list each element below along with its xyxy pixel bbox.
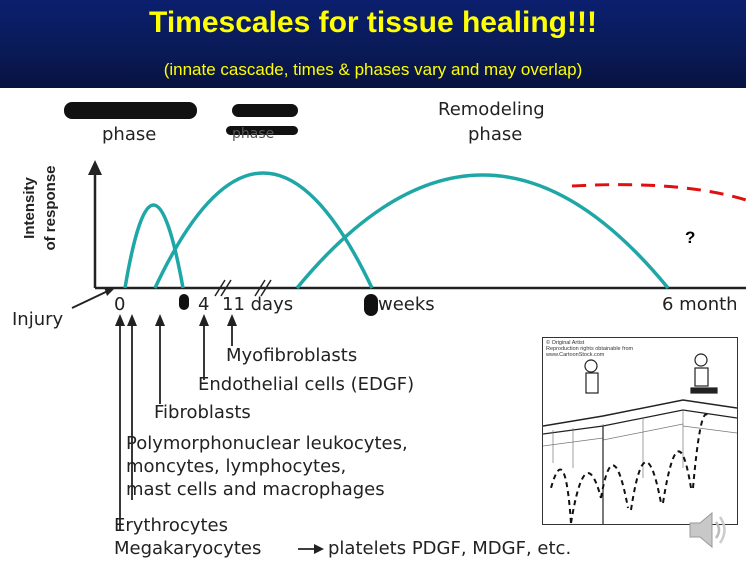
megakaryocytes-label: Megakaryocytes: [114, 538, 262, 559]
slide-subtitle: (innate cascade, times & phases vary and…: [163, 60, 583, 79]
cell-arrowheads: [115, 314, 237, 326]
time-six-months-label: 6 month: [662, 294, 738, 315]
cartoon-credit: © Original Artist Reproduction rights ob…: [546, 340, 634, 358]
cartoon-image: © Original Artist Reproduction rights ob…: [542, 337, 738, 525]
proliferative-phase-arc: [153, 171, 374, 289]
slide-title: Timescales for tissue healing!!!: [149, 6, 597, 39]
remodeling-label-line1: Remodeling: [438, 99, 545, 120]
time-zero-label: 0: [114, 294, 126, 315]
speaker-icon[interactable]: [682, 505, 732, 555]
pmn-label-line2: moncytes, lymphocytes,: [126, 456, 347, 477]
platelets-label: platelets PDGF, MDGF, etc.: [328, 538, 572, 559]
pmn-label-line1: Polymorphonuclear leukocytes,: [126, 433, 408, 454]
slide-header: Timescales for tissue healing!!! (innate…: [0, 0, 746, 88]
myofibroblasts-label: Myofibroblasts: [226, 345, 358, 366]
time-weeks-label: weeks: [378, 294, 435, 315]
pmn-label-line3: mast cells and macrophages: [126, 479, 385, 500]
time-four-label: 4: [198, 294, 210, 315]
y-axis-label-line1: Intensity: [21, 177, 38, 239]
time-eleven-days-label: 11 days: [222, 294, 294, 315]
redaction-mark-tick-a: [179, 294, 189, 310]
remodeling-label-line2: phase: [468, 124, 523, 145]
erythrocytes-label: Erythrocytes: [114, 515, 228, 536]
y-axis-arrow: [88, 160, 102, 175]
axis-break-2: [220, 279, 232, 297]
second-phase-label: phase: [232, 126, 275, 142]
y-axis-label: Intensity of response: [19, 148, 61, 268]
axis-break-1: [214, 279, 226, 297]
redaction-mark-second-phase-bottom: [226, 126, 298, 135]
remodeling-phase-arc: [295, 173, 670, 290]
first-phase-label: phase: [102, 124, 157, 145]
redaction-mark-tick-b: [364, 294, 378, 316]
endothelial-label: Endothelial cells (EDGF): [198, 374, 415, 395]
inflammatory-phase-arc: [123, 203, 185, 289]
fibroblasts-label: Fibroblasts: [154, 402, 251, 423]
axis-break-3: [254, 279, 266, 297]
question-mark: ?: [685, 228, 696, 247]
redaction-mark-second-phase-top: [232, 104, 298, 117]
axis-break-4: [260, 279, 272, 297]
y-axis-label-line2: of response: [42, 165, 59, 251]
cartoon-drawing: [543, 353, 737, 524]
injury-label: Injury: [12, 309, 64, 330]
ongoing-remodeling-dashed-line: [571, 183, 746, 202]
redaction-mark-first-phase: [64, 102, 197, 119]
injury-arrow: [71, 289, 111, 309]
cell-arrows: [119, 322, 233, 530]
